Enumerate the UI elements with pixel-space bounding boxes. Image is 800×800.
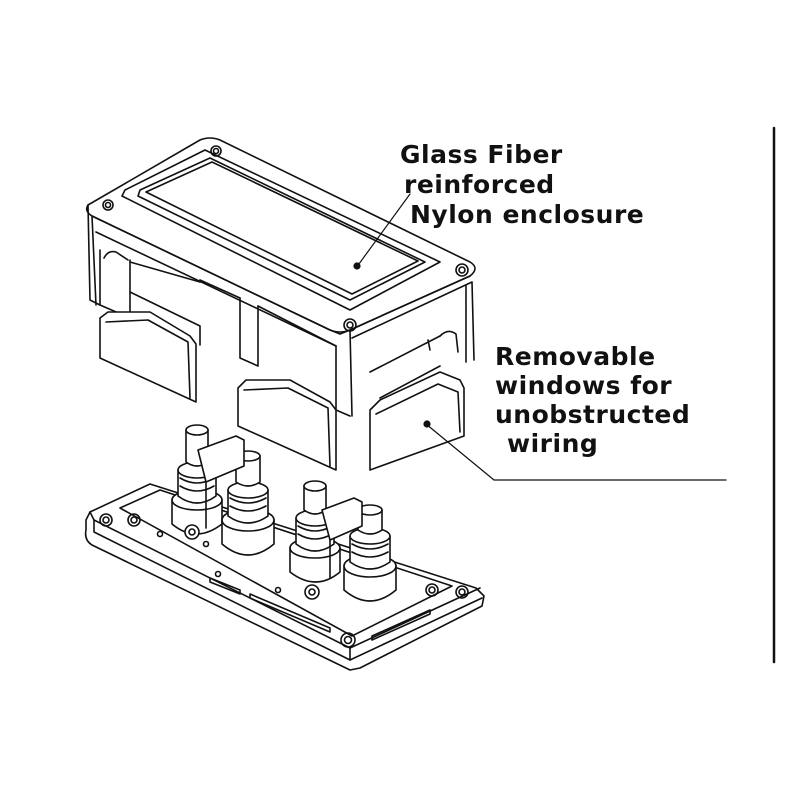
removable-window-1 [99,311,197,403]
windows-label-line-1: Removable [495,342,656,371]
terminal-stud-4 [343,504,397,602]
terminal-stud-2 [221,450,275,556]
enclosure-label: Glass Fiber reinforced Nylon enclosure [400,140,644,230]
enclosure-cover [85,137,476,417]
enclosure-label-line-2: reinforced [404,170,555,199]
terminal-stud-1 [171,424,223,535]
base-hole-right-rear [425,583,439,597]
terminal-bus-bar-1 [184,435,245,540]
enclosure-label-line-1: Glass Fiber [400,140,563,169]
cover-screw-right [455,263,469,277]
enclosure-leader [355,193,411,269]
enclosure-label-line-3: Nylon enclosure [410,200,645,229]
windows-label-line-3: unobstructed [495,400,691,429]
removable-window-2 [237,379,337,471]
terminal-bus-bar-2 [304,497,363,600]
windows-label-line-2: windows for [495,371,673,400]
windows-label-line-4: wiring [507,429,599,458]
cover-screw-left [102,199,114,211]
leader-lines [353,193,727,481]
base-hole-left-rear [127,513,141,527]
windows-leader [425,423,727,481]
base-hole-left-front [99,513,113,527]
windows-label: Removable windows for unobstructed wirin… [495,342,690,458]
base-plate [84,483,485,671]
removable-window-3 [369,371,465,471]
base-hole-right-corner [455,585,469,599]
base-hole-right-front [340,632,356,648]
cover-screw-top [210,145,222,157]
